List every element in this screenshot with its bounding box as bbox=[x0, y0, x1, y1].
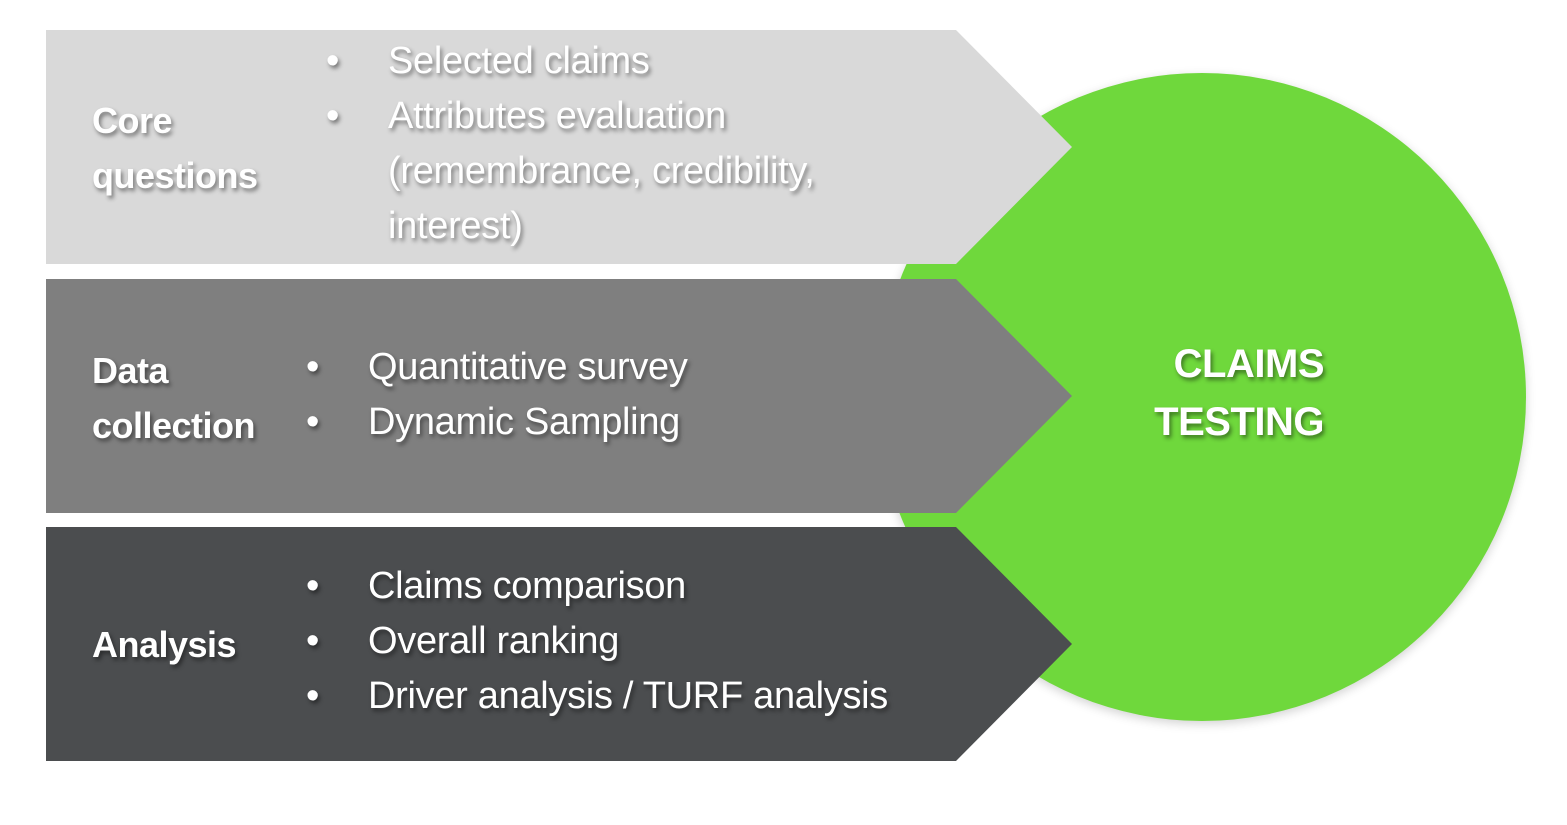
list-item: Selected claims bbox=[326, 34, 886, 89]
list-item: Quantitative survey bbox=[306, 340, 866, 395]
band-title-line-1: Data bbox=[92, 350, 169, 391]
bullet-list-analysis: Claims comparison Overall ranking Driver… bbox=[306, 559, 966, 724]
band-title-data-collection: Data collection bbox=[92, 343, 256, 453]
list-item: Overall ranking bbox=[306, 614, 966, 669]
bullet-list-core-questions: Selected claims Attributes evaluation (r… bbox=[326, 34, 886, 254]
bullet-list-data-collection: Quantitative survey Dynamic Sampling bbox=[306, 340, 866, 450]
circle-label-line-1: CLAIMS bbox=[1173, 342, 1325, 386]
band-title-line-2: questions bbox=[92, 155, 258, 196]
band-title-line-2: collection bbox=[92, 405, 256, 446]
band-title-analysis: Analysis bbox=[92, 617, 237, 672]
list-item: Dynamic Sampling bbox=[306, 395, 866, 450]
band-title-core-questions: Core questions bbox=[92, 93, 258, 203]
list-item: Claims comparison bbox=[306, 559, 966, 614]
band-title-line-1: Core bbox=[92, 100, 173, 141]
list-item: Driver analysis / TURF analysis bbox=[306, 669, 966, 724]
circle-label-line-2: TESTING bbox=[1154, 400, 1324, 444]
list-item: Attributes evaluation (remembrance, cred… bbox=[326, 89, 886, 254]
band-title-line-1: Analysis bbox=[92, 624, 237, 665]
circle-label: CLAIMS TESTING bbox=[1100, 335, 1324, 451]
